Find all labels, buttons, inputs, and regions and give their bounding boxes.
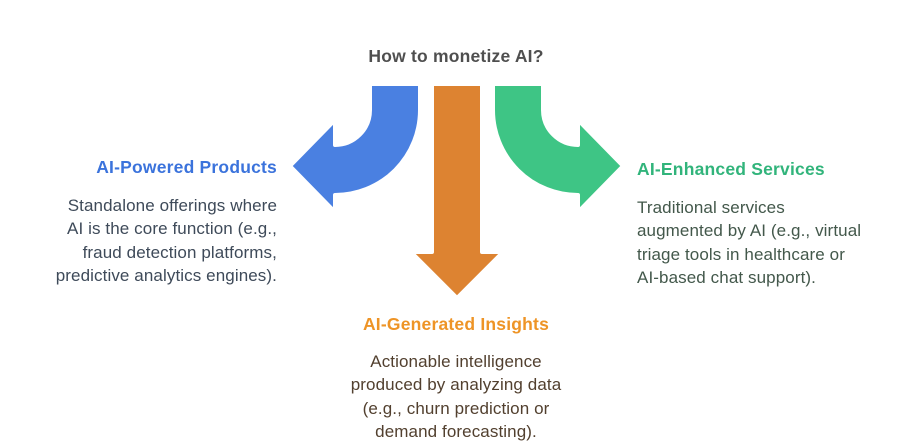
straight-arrow-down-icon — [409, 82, 505, 300]
branch-body-ai-generated-insights: Actionable intelligence produced by anal… — [281, 350, 631, 443]
curved-arrow-left-icon — [288, 82, 422, 214]
branch-heading-ai-enhanced-services: AI-Enhanced Services — [637, 159, 825, 179]
body-line: (e.g., churn prediction or — [362, 398, 550, 418]
branch-heading-ai-generated-insights: AI-Generated Insights — [362, 314, 550, 334]
branch-ai-powered-products: AI-Powered Products Standalone offerings… — [0, 156, 277, 287]
body-line: AI-based chat support). — [637, 267, 817, 287]
branch-ai-enhanced-services: AI-Enhanced Services Traditional service… — [637, 158, 907, 289]
branch-ai-generated-insights: AI-Generated Insights Actionable intelli… — [281, 313, 631, 443]
diagram-title: How to monetize AI? — [368, 46, 544, 66]
body-line: fraud detection platforms, — [82, 242, 277, 262]
curved-arrow-right-icon — [491, 82, 625, 214]
body-line: triage tools in healthcare or — [637, 244, 845, 264]
branch-heading-ai-powered-products: AI-Powered Products — [96, 157, 277, 177]
body-line: predictive analytics engines). — [55, 265, 277, 285]
body-line: Traditional services — [637, 198, 785, 217]
body-line: demand forecasting). — [375, 421, 537, 441]
body-line: produced by analyzing data — [350, 375, 562, 395]
body-line: augmented by AI (e.g., virtual — [637, 221, 862, 241]
branch-body-ai-powered-products: Standalone offerings where AI is the cor… — [0, 194, 277, 287]
branch-body-ai-enhanced-services: Traditional services augmented by AI (e.… — [637, 196, 907, 289]
body-line: Actionable intelligence — [370, 352, 542, 371]
body-line: Standalone offerings where — [67, 196, 277, 215]
body-line: AI is the core function (e.g., — [67, 219, 277, 239]
